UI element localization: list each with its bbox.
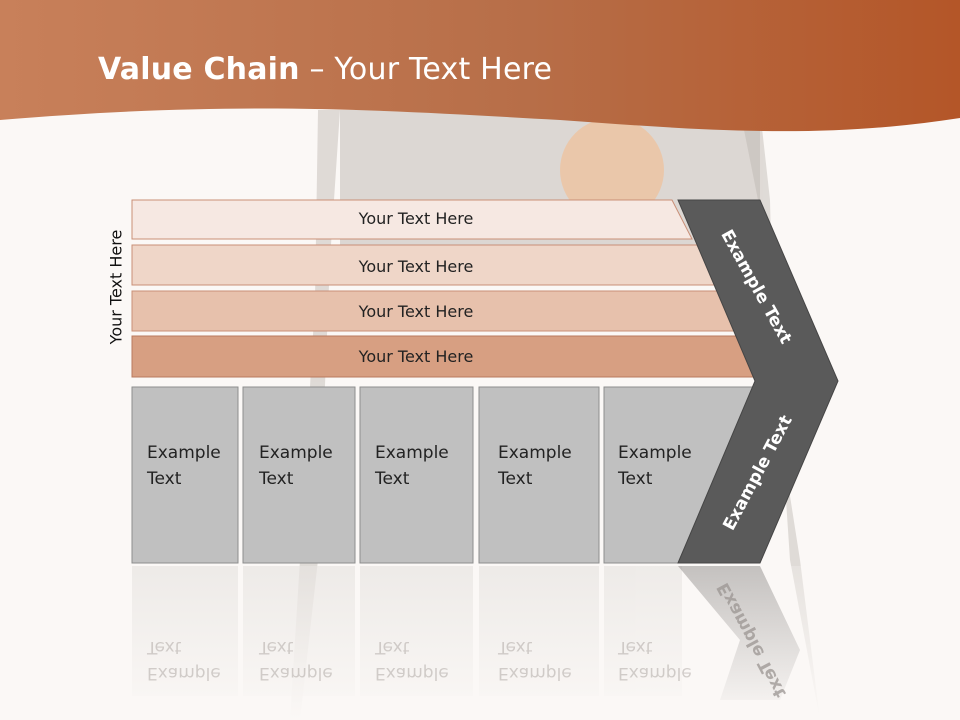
row-label-4: Your Text Here [358,347,474,366]
side-label: Your Text Here [106,229,126,345]
cell-shapes [131,386,756,564]
header-band [0,0,960,132]
row-label-2: Your Text Here [358,257,474,276]
row-label-1: Your Text Here [358,209,474,228]
row-label-3: Your Text Here [358,302,474,321]
slide-title: Value Chain – Your Text Here [98,52,553,87]
chevron-arrow [677,199,839,564]
